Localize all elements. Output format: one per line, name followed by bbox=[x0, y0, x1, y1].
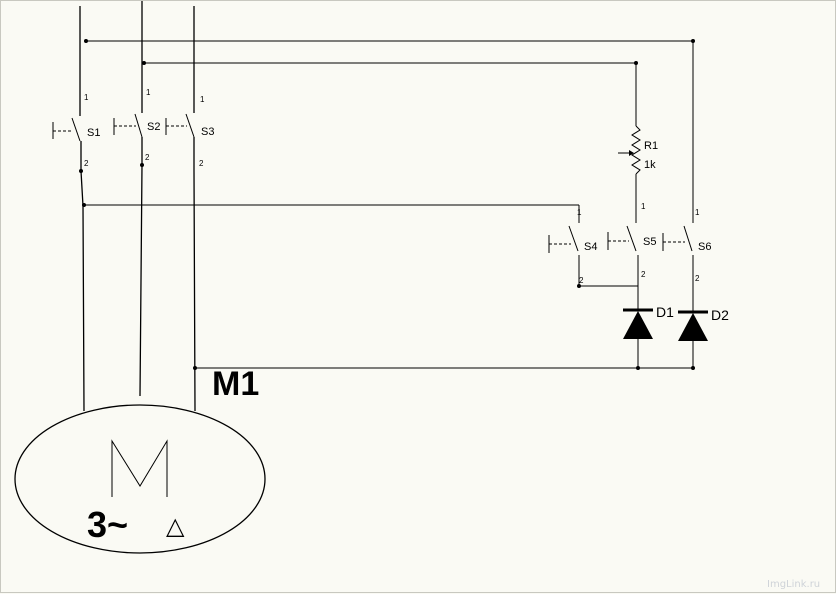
supply-line-l2 bbox=[139, 1, 143, 397]
switch-s3-pin-1: 1 bbox=[200, 95, 205, 104]
resistor-r1: R1 1k bbox=[618, 63, 658, 223]
switch-s1-label: S1 bbox=[87, 127, 100, 139]
switch-s3-pin-2: 2 bbox=[199, 159, 204, 168]
switch-s5-label: S5 bbox=[643, 236, 656, 248]
motor-m-symbol bbox=[111, 439, 168, 497]
motor: 3~ △ bbox=[14, 404, 266, 554]
supply-line-l1 bbox=[79, 6, 85, 412]
switch-s5: S5 1 2 bbox=[577, 202, 656, 309]
supply-line-l3 bbox=[193, 6, 196, 412]
resistor-r1-label: R1 bbox=[644, 140, 658, 152]
motor-phase-label: 3~ bbox=[87, 504, 128, 545]
switch-s6-label: S6 bbox=[698, 241, 711, 253]
third-bus bbox=[82, 203, 579, 207]
diode-d2-label: D2 bbox=[711, 307, 729, 323]
switch-s1: S1 1 2 bbox=[52, 93, 100, 173]
switch-s6-pin-2: 2 bbox=[695, 274, 700, 283]
switch-s1-pin-1: 1 bbox=[84, 93, 89, 102]
switch-s5-pin-2: 2 bbox=[641, 270, 646, 279]
diode-d1: D1 bbox=[623, 304, 674, 368]
diode-d1-label: D1 bbox=[656, 304, 674, 320]
switch-s2-label: S2 bbox=[147, 121, 160, 133]
switch-s2: S2 1 2 bbox=[113, 88, 160, 167]
switch-s4-pin-1: 1 bbox=[577, 208, 582, 217]
diode-d2: D2 bbox=[678, 307, 729, 368]
switch-s1-pin-2: 2 bbox=[84, 159, 89, 168]
switch-s5-pin-1: 1 bbox=[641, 202, 646, 211]
watermark: ImgLink.ru bbox=[767, 579, 820, 590]
switch-s3: S3 1 2 bbox=[165, 95, 214, 168]
switch-s4-pin-2: 2 bbox=[579, 276, 584, 285]
motor-delta-symbol: △ bbox=[166, 512, 185, 540]
switch-s6: S6 1 2 bbox=[662, 41, 711, 311]
motor-label: M1 bbox=[212, 365, 259, 403]
second-bus bbox=[142, 61, 638, 65]
switch-s2-pin-2: 2 bbox=[145, 153, 150, 162]
return-bus bbox=[193, 366, 695, 370]
switch-s6-pin-1: 1 bbox=[695, 208, 700, 217]
switch-s3-label: S3 bbox=[201, 126, 214, 138]
switch-s4-label: S4 bbox=[584, 241, 597, 253]
resistor-r1-value: 1k bbox=[644, 159, 656, 171]
top-bus bbox=[84, 39, 695, 43]
switch-s4: S4 1 2 bbox=[548, 205, 597, 286]
switch-s2-pin-1: 1 bbox=[146, 88, 151, 97]
